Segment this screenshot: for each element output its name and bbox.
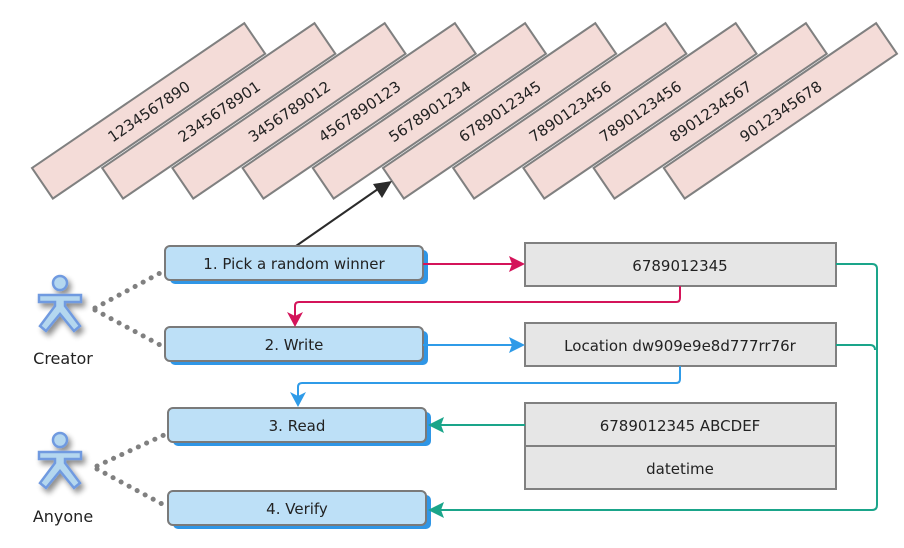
creator-to-step1 (92, 269, 165, 311)
actor-icon (37, 274, 83, 333)
stored-record-line2: datetime (646, 460, 714, 478)
pick-arrow (295, 181, 392, 247)
location-box: Location dw909e9e8d777rr76r (524, 322, 837, 367)
step-4-button[interactable]: 4. Verify (167, 490, 431, 529)
step-label: 2. Write (265, 336, 324, 354)
stored-record-box: 6789012345 ABCDEF datetime (524, 402, 837, 490)
step-label: 1. Pick a random winner (203, 255, 385, 273)
svg-text:Location dw909e9e8d777rr76r: Location dw909e9e8d777rr76r (564, 337, 796, 355)
step-label: 3. Read (269, 417, 326, 435)
actor-anyone[interactable]: Anyone (33, 431, 93, 526)
actor-creator[interactable]: Creator (33, 274, 93, 368)
step-1-button[interactable]: 1. Pick a random winner (164, 245, 428, 284)
actor-label: Creator (33, 349, 93, 368)
data-to-verify-arrow (428, 263, 878, 518)
creator-to-step2 (92, 307, 165, 349)
actor-connectors (92, 269, 167, 508)
location-to-read-arrow (290, 366, 681, 407)
step-3-button[interactable]: 3. Read (167, 407, 431, 446)
stored-record-line1: 6789012345 ABCDEF (600, 417, 761, 435)
record-to-read-arrow (428, 417, 525, 433)
pick-to-winner-arrow (423, 256, 525, 272)
actor-label: Anyone (33, 507, 93, 526)
step-2-button[interactable]: 2. Write (164, 326, 428, 365)
anyone-to-step3 (94, 432, 167, 469)
winner-to-write-arrow (287, 286, 681, 327)
actor-icon (37, 431, 83, 490)
write-to-location-arrow (423, 337, 525, 353)
record-strips: 1234567890234567890134567890124567890123… (30, 21, 899, 200)
svg-text:6789012345: 6789012345 (632, 257, 727, 275)
winner-box: 6789012345 (524, 242, 837, 287)
anyone-to-step4 (94, 466, 167, 508)
step-label: 4. Verify (266, 500, 328, 518)
